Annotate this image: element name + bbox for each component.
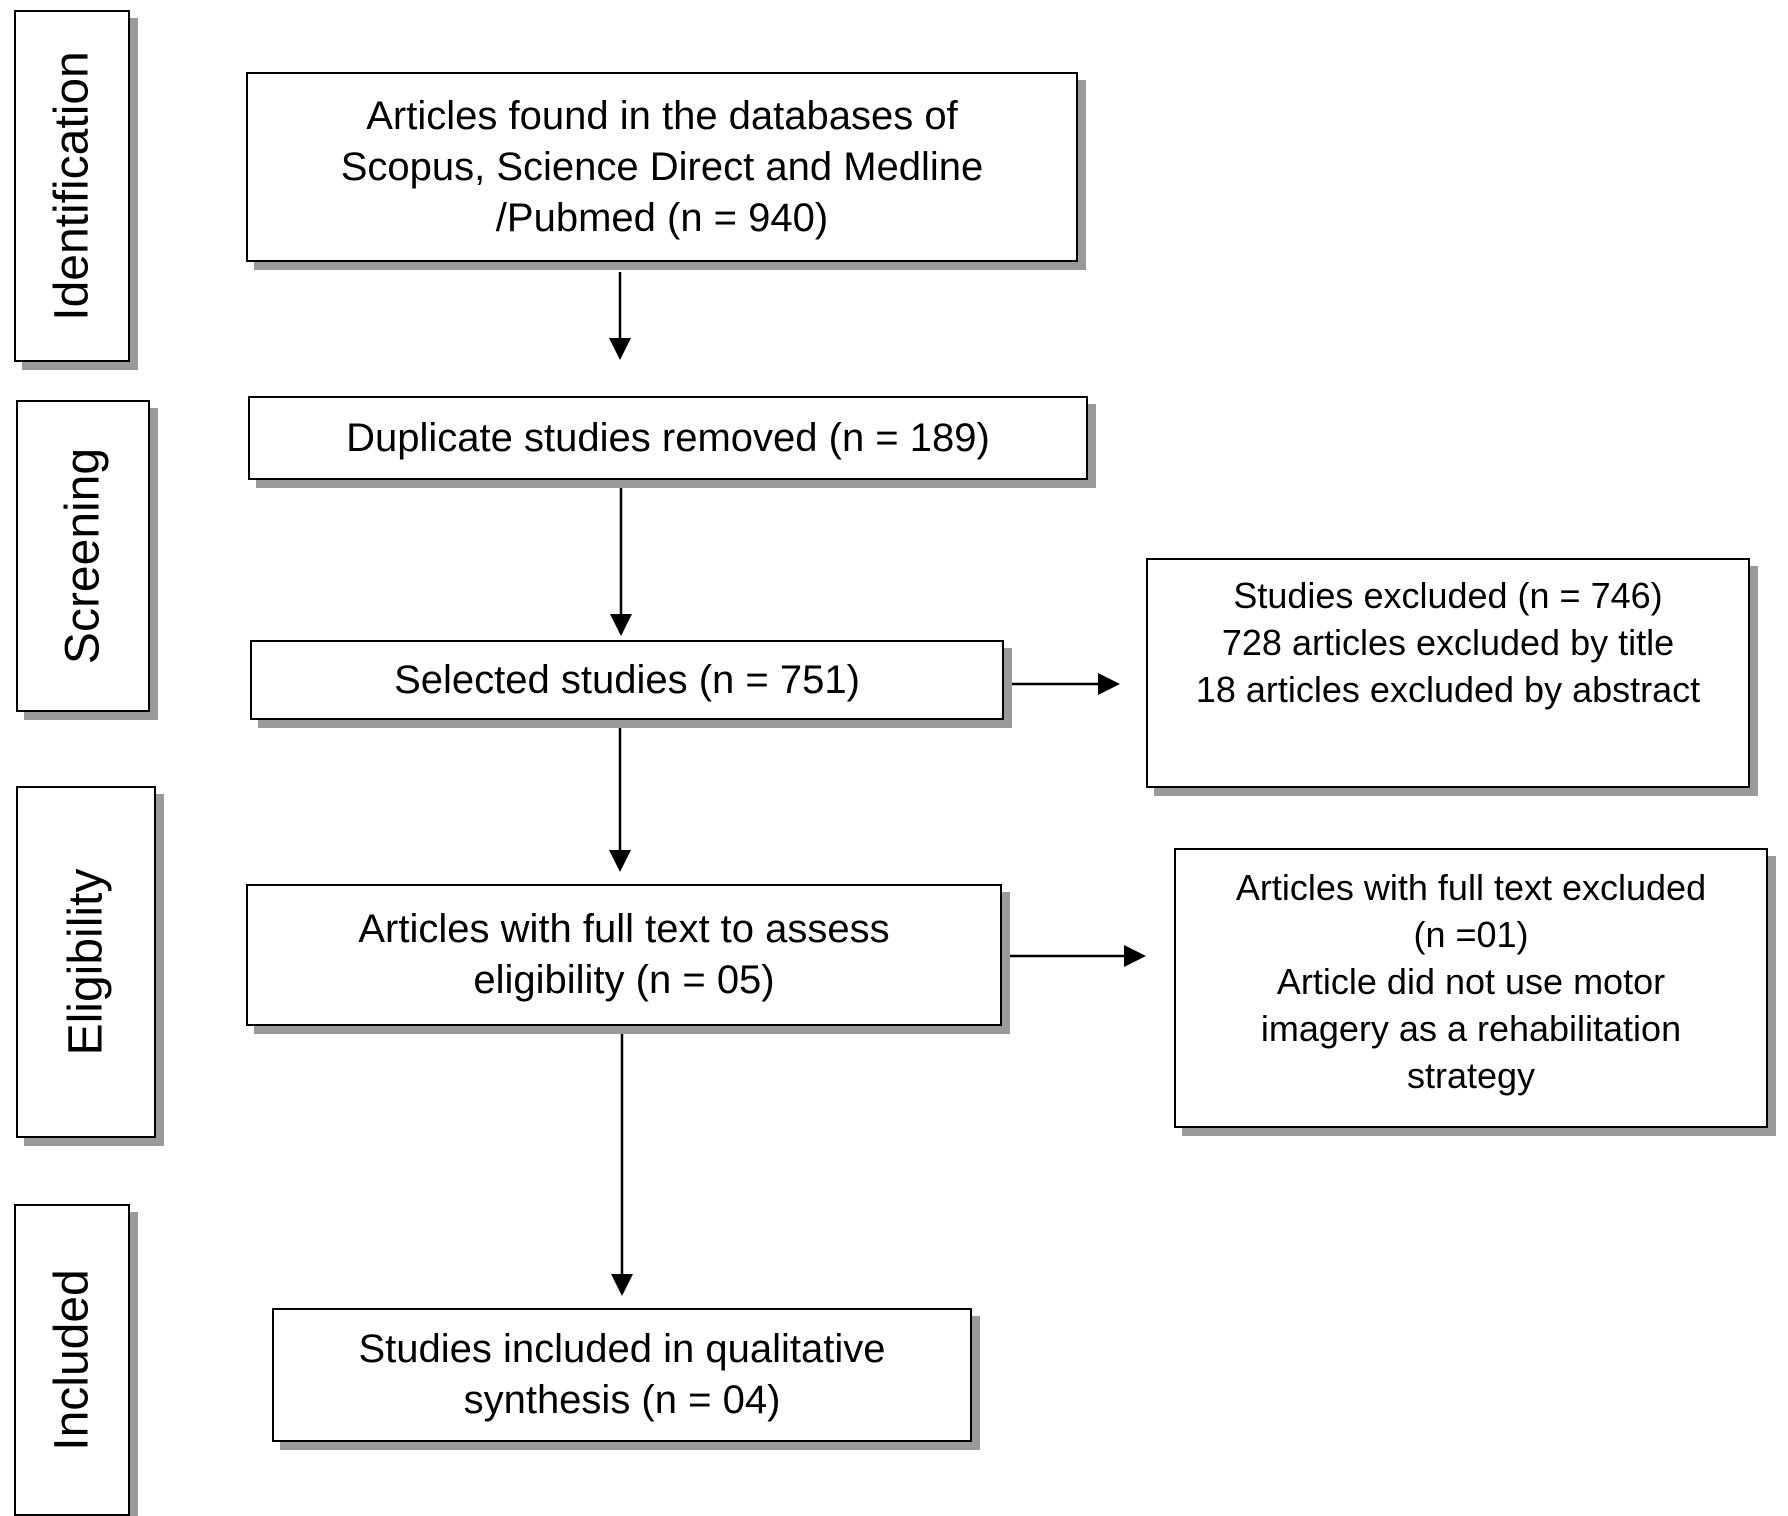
box-line: 728 articles excluded by title	[1221, 622, 1675, 663]
box-line: Articles with full text excluded	[1235, 867, 1707, 908]
box-line: Studies included in qualitative	[358, 1327, 886, 1371]
box-duplicates-removed: Duplicate studies removed (n = 189)	[248, 396, 1088, 480]
box-line: Scopus, Science Direct and Medline	[340, 144, 984, 189]
box-line: Articles with full text to assess	[358, 907, 890, 951]
box-full-text-assessed: Articles with full text to assess eligib…	[246, 884, 1002, 1026]
box-line: synthesis (n = 04)	[463, 1378, 781, 1422]
box-line: Articles found in the databases of	[366, 93, 958, 138]
box-line: 18 articles excluded by abstract	[1195, 669, 1701, 710]
phase-included: Included	[14, 1204, 130, 1516]
arrowhead-icon	[1098, 673, 1120, 695]
box-line: Studies excluded (n = 746)	[1233, 575, 1663, 616]
arrowhead-icon	[609, 338, 631, 360]
phase-eligibility: Eligibility	[16, 786, 156, 1138]
box-line: imagery as a rehabilitation	[1260, 1008, 1682, 1049]
arrowhead-icon	[1124, 945, 1146, 967]
box-full-text-excluded: Articles with full text excluded (n =01)…	[1174, 848, 1768, 1128]
box-studies-included: Studies included in qualitative synthesi…	[272, 1308, 972, 1442]
phase-identification: Identification	[14, 10, 130, 362]
arrowhead-icon	[609, 850, 631, 872]
box-records-identified: Articles found in the databases of Scopu…	[246, 72, 1078, 262]
box-line: Duplicate studies removed (n = 189)	[346, 415, 990, 460]
box-line: eligibility (n = 05)	[473, 958, 775, 1002]
arrowhead-icon	[610, 614, 632, 636]
box-line: Selected studies (n = 751)	[394, 657, 860, 702]
box-line: (n =01)	[1413, 914, 1529, 955]
box-line: /Pubmed (n = 940)	[495, 195, 829, 240]
box-line: Article did not use motor	[1276, 961, 1666, 1002]
phase-screening: Screening	[16, 400, 150, 712]
box-studies-excluded: Studies excluded (n = 746) 728 articles …	[1146, 558, 1750, 788]
box-line: strategy	[1406, 1055, 1536, 1096]
box-selected-studies: Selected studies (n = 751)	[250, 640, 1004, 720]
arrowhead-icon	[611, 1274, 633, 1296]
